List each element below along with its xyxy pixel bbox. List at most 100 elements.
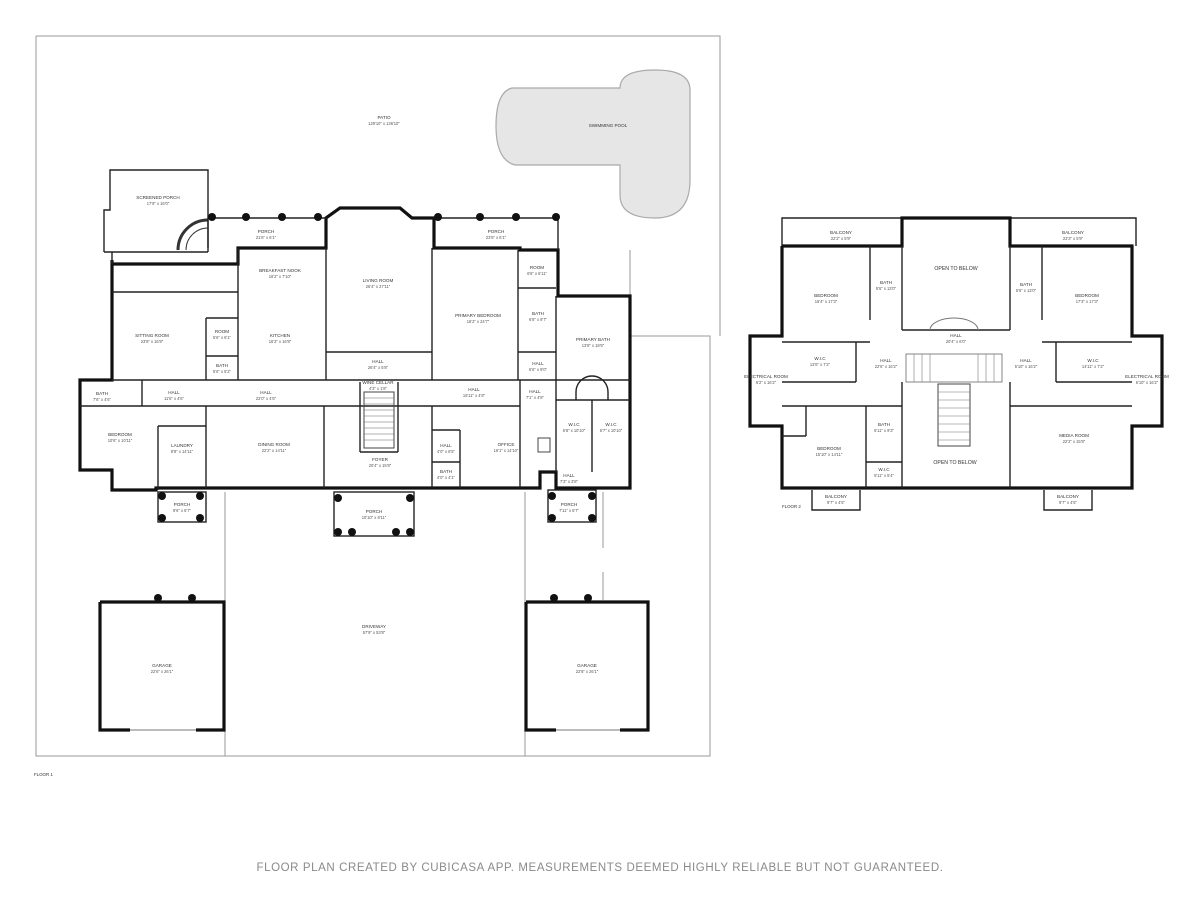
room-label-hall: HALL <box>529 389 541 394</box>
garage-w-walls <box>98 602 130 732</box>
room-label-primary-bedroom: PRIMARY BEDROOM <box>455 313 501 318</box>
room-label-room: ROOM <box>215 329 229 334</box>
room-label-bath: BATH <box>880 280 892 285</box>
room-label-screened-porch: SCREENED PORCH <box>136 195 179 200</box>
svg-text:9'7" x 4'5": 9'7" x 4'5" <box>827 500 845 505</box>
interior-walls <box>80 248 630 490</box>
porch-se-outline <box>547 489 597 523</box>
svg-text:5'6" x 6'1": 5'6" x 6'1" <box>213 335 231 340</box>
room-label-hall: HALL <box>468 387 480 392</box>
svg-text:10'6" x 10'11": 10'6" x 10'11" <box>108 438 133 443</box>
room-label-media-room: MEDIA ROOM <box>1059 433 1089 438</box>
room-label-porch: PORCH <box>366 509 383 514</box>
room-label-hall: HALL <box>563 473 575 478</box>
svg-text:7'11" x 6'7": 7'11" x 6'7" <box>559 508 579 513</box>
svg-text:13'8" x 18'6": 13'8" x 18'6" <box>582 343 605 348</box>
room-label-hall: HALL <box>440 443 452 448</box>
svg-text:22'0" x 4'6": 22'0" x 4'6" <box>256 396 277 401</box>
room-label-dining-room: DINING ROOM <box>258 442 290 447</box>
svg-text:5'10" x 16'2": 5'10" x 16'2" <box>1015 364 1038 369</box>
room-label-wic: W.I.C <box>814 356 826 361</box>
room-label-foyer: FOYER <box>372 457 389 462</box>
svg-text:16'2" x 7'10": 16'2" x 7'10" <box>269 274 292 279</box>
room-label-porch: PORCH <box>488 229 505 234</box>
svg-text:4'0" x 6'5": 4'0" x 6'5" <box>437 449 455 454</box>
columns <box>154 213 596 602</box>
svg-text:26'4" x 5'8": 26'4" x 5'8" <box>368 365 389 370</box>
room-label-porch: PORCH <box>258 229 275 234</box>
room-label-open-to-below: OPEN TO BELOW <box>934 266 977 272</box>
disclaimer-footer: FLOOR PLAN CREATED BY CUBICASA APP. MEAS… <box>256 862 944 874</box>
lot-outline <box>36 35 721 336</box>
svg-text:4'3" x 1'8": 4'3" x 1'8" <box>369 386 387 391</box>
room-label-garage: GARAGE <box>577 663 597 668</box>
svg-text:11'6" x 4'6": 11'6" x 4'6" <box>164 396 184 401</box>
room-label-bath: BATH <box>440 469 452 474</box>
floor-1-label: FLOOR 1 <box>34 772 53 777</box>
svg-text:6'8" x 9'7": 6'8" x 9'7" <box>529 317 547 322</box>
svg-text:4'0" x 4'1": 4'0" x 4'1" <box>437 475 455 480</box>
svg-text:23'3" x 5'9": 23'3" x 5'9" <box>1063 236 1084 241</box>
svg-text:10'10" x 8'11": 10'10" x 8'11" <box>362 515 387 520</box>
svg-text:20'4" x 15'8": 20'4" x 15'8" <box>369 463 392 468</box>
svg-text:22'2" x 5'9": 22'2" x 5'9" <box>831 236 852 241</box>
svg-text:7'6" x 4'6": 7'6" x 4'6" <box>93 397 111 402</box>
room-label-electrical-room: ELECTRICAL ROOM <box>1125 374 1169 379</box>
room-label-primary-bath: PRIMARY BATH <box>576 337 610 342</box>
floor-2-plan: BALCONY 22'2" x 5'9" OPEN TO BELOW BALCO… <box>744 216 1169 511</box>
room-label-living-room: LIVING ROOM <box>363 278 394 283</box>
room-label-bath: BATH <box>532 311 544 316</box>
room-label-bedroom: BEDROOM <box>108 432 132 437</box>
svg-text:129'10" x 136'10": 129'10" x 136'10" <box>368 121 400 126</box>
svg-text:22'6" x 26'1": 22'6" x 26'1" <box>151 669 174 674</box>
swimming-pool-shape <box>495 69 691 219</box>
room-label-balcony: BALCONY <box>830 230 852 235</box>
svg-text:17'3" x 17'3": 17'3" x 17'3" <box>1076 299 1099 304</box>
room-label-bath: BATH <box>1020 282 1032 287</box>
svg-text:13'6" x 7'2": 13'6" x 7'2" <box>810 362 831 367</box>
floor-1-room-labels: PATIO 129'10" x 136'10" SWIMMING POOL SC… <box>93 115 628 674</box>
svg-text:5'11" x 5'4": 5'11" x 5'4" <box>874 473 894 478</box>
svg-text:9'6" x 6'7": 9'6" x 6'7" <box>173 508 191 513</box>
svg-text:16'11" x 4'8": 16'11" x 4'8" <box>463 393 486 398</box>
room-label-balcony: BALCONY <box>1057 494 1079 499</box>
room-label-hall: HALL <box>1020 358 1032 363</box>
house-exterior-walls <box>78 206 632 492</box>
svg-text:22'8" x 26'1": 22'8" x 26'1" <box>576 669 599 674</box>
svg-text:5'6" x 13'0": 5'6" x 13'0" <box>1016 288 1037 293</box>
room-label-hall: HALL <box>372 359 384 364</box>
svg-text:57'9" x 53'8": 57'9" x 53'8" <box>363 630 386 635</box>
room-label-porch: PORCH <box>174 502 191 507</box>
room-label-garage: GARAGE <box>152 663 172 668</box>
room-label-driveway: DRIVEWAY <box>362 624 386 629</box>
garage-e-walls <box>524 602 556 732</box>
svg-text:5'11" x 9'3": 5'11" x 9'3" <box>874 428 894 433</box>
room-label-wic: W.I.C <box>568 422 580 427</box>
room-label-bath: BATH <box>216 363 228 368</box>
room-label-hall: HALL <box>950 333 962 338</box>
svg-text:7'1" x 4'8": 7'1" x 4'8" <box>526 395 544 400</box>
svg-text:23'6" x 6'1": 23'6" x 6'1" <box>486 235 507 240</box>
room-label-open-to-below: OPEN TO BELOW <box>933 460 976 466</box>
svg-text:14'11" x 7'2": 14'11" x 7'2" <box>1082 364 1105 369</box>
room-label-bath: BATH <box>878 422 890 427</box>
room-label-wic: W.I.C <box>878 467 890 472</box>
svg-text:6'10" x 16'2": 6'10" x 16'2" <box>1136 380 1159 385</box>
screened-porch-walls <box>103 169 209 252</box>
room-label-wine-cellar: WINE CELLAR <box>362 380 394 385</box>
room-label-wic: W.I.C <box>1087 358 1099 363</box>
room-label-bedroom: BEDROOM <box>1075 293 1099 298</box>
floor-2-interior-walls <box>782 246 1132 488</box>
room-label-electrical-room: ELECTRICAL ROOM <box>744 374 788 379</box>
svg-text:6'6" x 9'0": 6'6" x 9'0" <box>529 367 547 372</box>
porch-entry-outline <box>333 491 415 537</box>
room-label-room: ROOM <box>530 265 544 270</box>
svg-text:6'8" x 10'10": 6'8" x 10'10" <box>563 428 586 433</box>
svg-text:17'9" x 16'0": 17'9" x 16'0" <box>147 201 170 206</box>
room-label-sitting-room: SITTING ROOM <box>135 333 169 338</box>
room-label-hall: HALL <box>880 358 892 363</box>
svg-text:23'8" x 16'8": 23'8" x 16'8" <box>141 339 164 344</box>
svg-text:20'4" x 6'0": 20'4" x 6'0" <box>946 339 967 344</box>
floor-1-plan: PATIO 129'10" x 136'10" SWIMMING POOL SC… <box>34 35 721 777</box>
